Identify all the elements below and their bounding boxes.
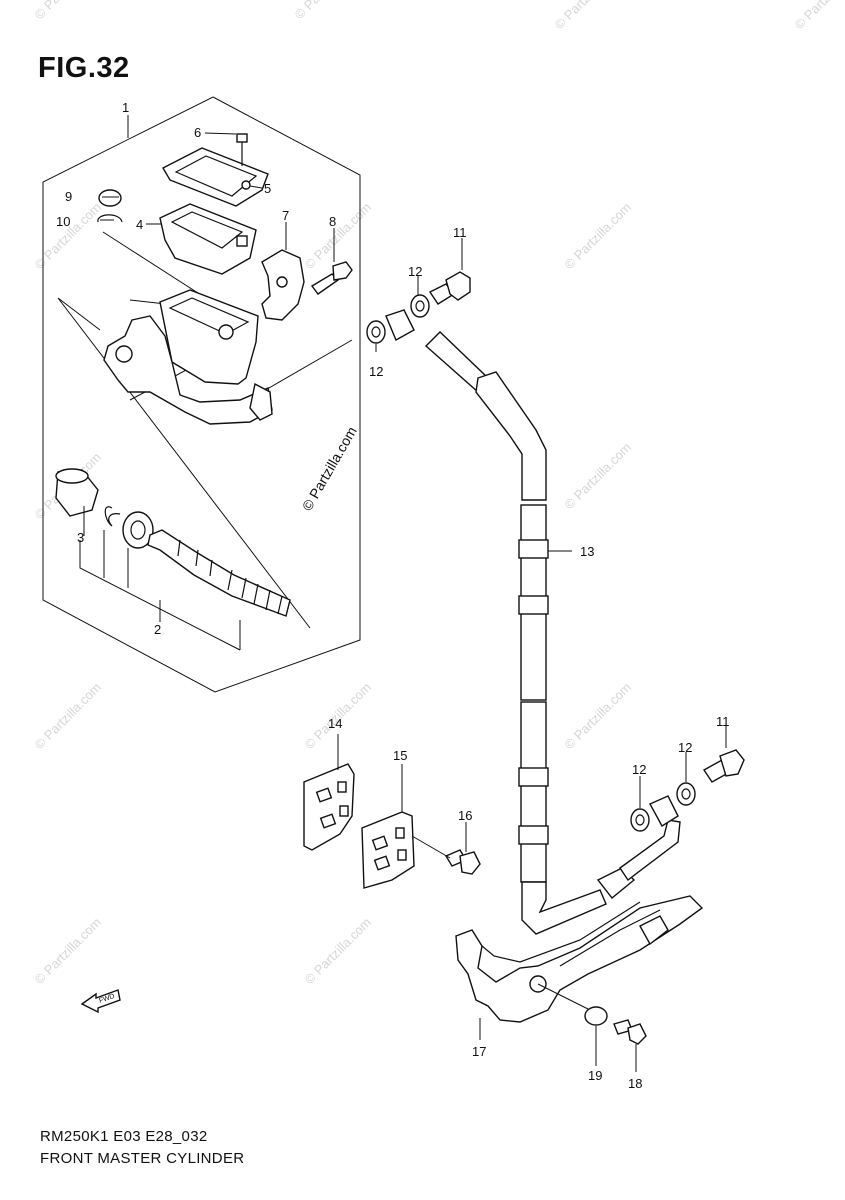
callout-14: 14 [328, 716, 342, 731]
callout-12d: 12 [632, 762, 646, 777]
callout-11b: 11 [716, 714, 730, 729]
cap-and-ring [97, 189, 123, 223]
watermark: © Partzilla.com [32, 680, 105, 753]
lower-washers [630, 782, 696, 832]
brake-hose [424, 331, 681, 935]
leader-lines [57, 231, 353, 629]
upper-banjo-bolt [428, 271, 471, 305]
callout-numbers: 1 2 3 4 5 6 7 8 9 10 11 12 12 13 14 15 1… [56, 100, 730, 1091]
piston-kit [55, 468, 291, 617]
callout-1: 1 [122, 100, 129, 115]
figure-name: FRONT MASTER CYLINDER [40, 1150, 245, 1167]
clamp [261, 249, 305, 321]
callout-15: 15 [393, 748, 407, 763]
watermark: © Partzilla.com [32, 915, 105, 988]
screw-18 [613, 1019, 647, 1045]
watermark: © Partzilla.com [292, 0, 365, 22]
watermark: © Partzilla.com [562, 440, 635, 513]
callout-16: 16 [458, 808, 472, 823]
watermark: © Partzilla.com [302, 200, 375, 273]
callout-9: 9 [65, 189, 72, 204]
hose-guide-14 [303, 763, 355, 851]
watermark: © Partzilla.com [562, 680, 635, 753]
figure-title: FIG.32 [38, 52, 130, 84]
watermark: © Partzilla.com [792, 0, 845, 32]
callout-2: 2 [154, 622, 161, 637]
callout-17: 17 [472, 1044, 486, 1059]
callout-leaders [83, 115, 727, 1072]
fwd-arrow-icon: FWD [80, 989, 121, 1014]
clamp-bolt [310, 261, 353, 295]
callout-10: 10 [56, 214, 70, 229]
bracket-leader [537, 983, 595, 1013]
callout-5: 5 [264, 181, 271, 196]
watermark: © Partzilla.com [32, 0, 105, 22]
callout-13: 13 [580, 544, 594, 559]
hose-guide-15 [361, 811, 415, 889]
watermark: © Partzilla.com [562, 200, 635, 273]
watermark: © Partzilla.com [32, 200, 105, 273]
bolt-16 [444, 849, 481, 875]
upper-washers [366, 294, 430, 344]
diaphragm [159, 203, 257, 275]
callout-11a: 11 [453, 225, 467, 240]
washer-19 [584, 1006, 608, 1026]
lower-banjo-bolt [702, 749, 745, 783]
watermark-layer: © Partzilla.com © Partzilla.com © Partzi… [32, 0, 845, 987]
watermark: © Partzilla.com [552, 0, 625, 32]
callout-6: 6 [194, 125, 201, 140]
callout-8: 8 [329, 214, 336, 229]
callout-3: 3 [77, 530, 84, 545]
callout-7: 7 [282, 208, 289, 223]
bolt-16-leader [411, 835, 451, 859]
reservoir-cap [162, 133, 269, 207]
watermark-main: © Partzilla.com [299, 424, 360, 514]
assembly-box-1 [42, 96, 361, 693]
callout-4: 4 [136, 217, 143, 232]
callout-18: 18 [628, 1076, 642, 1091]
caliper-bracket [455, 895, 704, 1023]
callout-19: 19 [588, 1068, 602, 1083]
watermark: © Partzilla.com [302, 915, 375, 988]
callout-12c: 12 [678, 740, 692, 755]
group-2-bracket [79, 530, 241, 651]
master-cylinder-body [103, 289, 273, 425]
model-code: RM250K1 E03 E28_032 [40, 1128, 208, 1145]
callout-12a: 12 [408, 264, 422, 279]
callout-12b: 12 [369, 364, 383, 379]
